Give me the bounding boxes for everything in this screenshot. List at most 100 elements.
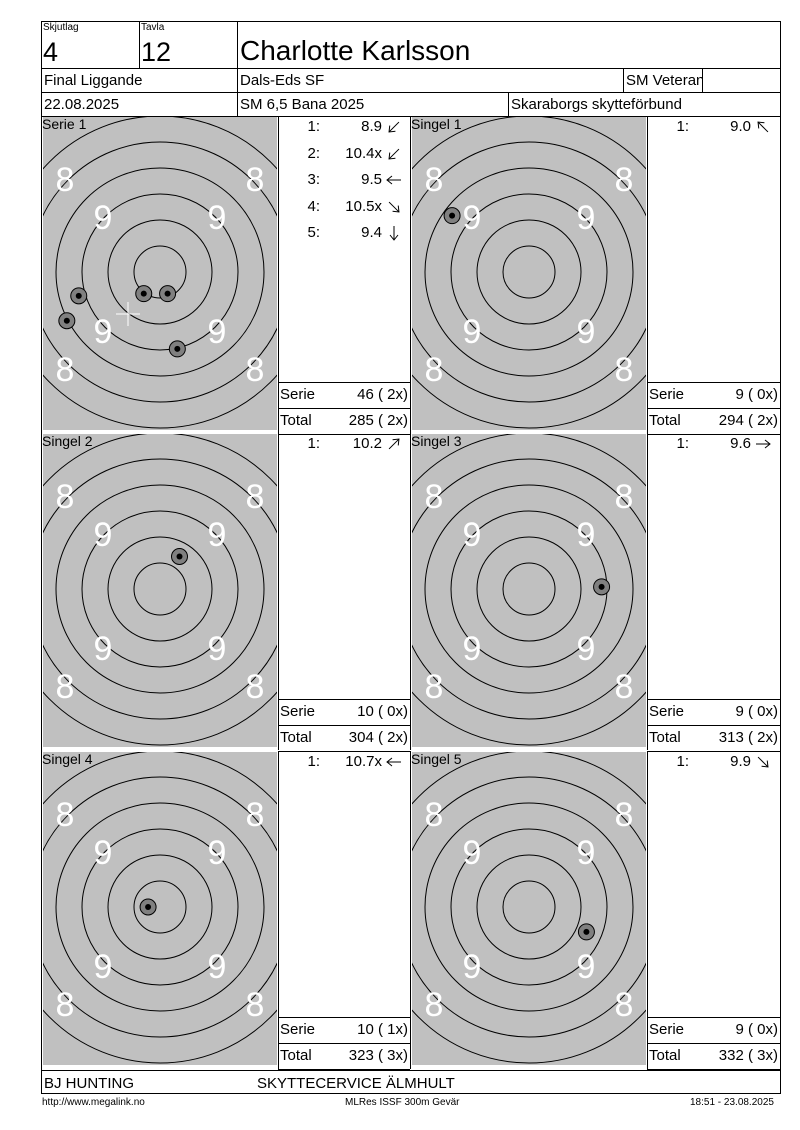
panel-title: Singel 4 [42, 751, 93, 767]
tavla-value: 12 [141, 37, 172, 67]
summary-divider [647, 725, 780, 726]
club-name: Dals-Eds SF [240, 72, 325, 89]
ring-number: 9 [577, 313, 596, 351]
panel-divider [647, 751, 648, 1069]
ring-number: 9 [208, 516, 227, 554]
total-value: 332 ( 3x) [718, 1047, 778, 1064]
shot-value: 9.9 [730, 753, 751, 770]
serie-value: 9 ( 0x) [735, 386, 778, 403]
ring-number: 8 [425, 478, 444, 516]
ring-number: 8 [615, 796, 634, 834]
panel-divider [278, 433, 279, 750]
total-label: Total [280, 729, 312, 746]
shot-row: 4:10.5x [280, 198, 408, 218]
target-background [43, 434, 277, 747]
panel-title: Singel 2 [42, 433, 93, 449]
serie-label: Serie [280, 1021, 316, 1038]
ring-number: 8 [615, 986, 634, 1024]
ring-number: 8 [615, 668, 634, 706]
shot-row: 1:10.7x [280, 753, 408, 773]
serie-value: 10 ( 1x) [357, 1021, 408, 1038]
ring-number: 9 [94, 313, 113, 351]
summary-divider [647, 1043, 780, 1044]
target-ring [502, 562, 556, 616]
target-ring [412, 117, 646, 429]
panel-divider [410, 751, 411, 1069]
footer-software: MLRes ISSF 300m Gevär [345, 1097, 460, 1108]
total-value: 294 ( 2x) [718, 412, 778, 429]
ring-number: 9 [577, 516, 596, 554]
ring-number: 8 [246, 161, 265, 199]
panel-divider [278, 751, 279, 1069]
target-ring [502, 245, 556, 299]
shot-value: 9.4 [361, 224, 382, 241]
total-value: 313 ( 2x) [718, 729, 778, 746]
target-ring [476, 854, 582, 960]
ring-number: 8 [56, 161, 75, 199]
shot-row: 5:9.4 [280, 224, 408, 244]
target-ring [450, 193, 608, 351]
target-ring [412, 776, 646, 1038]
ring-number: 9 [577, 630, 596, 668]
ring-number: 9 [94, 630, 113, 668]
ring-number: 9 [94, 948, 113, 986]
target-ring [107, 536, 213, 642]
target-ring [412, 752, 646, 1064]
ring-number: 8 [56, 478, 75, 516]
grid-line [702, 68, 703, 92]
shooter-name: Charlotte Karlsson [240, 35, 471, 66]
panel-divider [647, 116, 648, 433]
panel-title: Singel 1 [411, 116, 462, 132]
sponsor-skyttecervice: SKYTTECERVICE ÄLMHULT [257, 1075, 455, 1092]
target-background [43, 117, 277, 430]
ring-number: 9 [463, 516, 482, 554]
shot-value: 10.2 [352, 435, 382, 452]
direction-arrow-icon [389, 226, 399, 241]
panel-divider [410, 433, 411, 750]
target-ring [43, 117, 277, 429]
shot-value: 10.5x [345, 197, 382, 215]
panel-title: Singel 5 [411, 751, 462, 767]
target-ring [412, 141, 646, 403]
shot-center [75, 292, 82, 299]
footer-url[interactable]: http://www.megalink.no [42, 1097, 145, 1108]
ring-number: 8 [246, 986, 265, 1024]
target-ring [424, 802, 634, 1012]
shot-value: 8.9 [361, 118, 382, 135]
shot-center [140, 290, 147, 297]
serie-value: 9 ( 0x) [735, 703, 778, 720]
target-ring [133, 245, 187, 299]
target-ring [81, 510, 239, 668]
summary-divider [278, 382, 410, 383]
ring-number: 9 [463, 630, 482, 668]
panel-title: Serie 1 [42, 116, 87, 132]
ring-number: 9 [577, 834, 596, 872]
summary-divider [278, 1069, 410, 1070]
target-ring [43, 434, 277, 746]
date: 22.08.2025 [44, 96, 120, 113]
target-ring [133, 880, 187, 934]
ring-number: 9 [463, 313, 482, 351]
total-label: Total [280, 412, 312, 429]
ring-number: 9 [208, 834, 227, 872]
shot-row: 1:9.6 [649, 435, 777, 455]
grid-line [139, 21, 140, 68]
target-ring [476, 536, 582, 642]
target-ring [502, 880, 556, 934]
class-name: SM Veteran [626, 72, 702, 89]
target-ring [107, 854, 213, 960]
sponsor-bj-hunting: BJ HUNTING [44, 1075, 134, 1092]
ring-number: 8 [425, 796, 444, 834]
ring-number: 9 [208, 199, 227, 237]
summary-divider [278, 699, 410, 700]
